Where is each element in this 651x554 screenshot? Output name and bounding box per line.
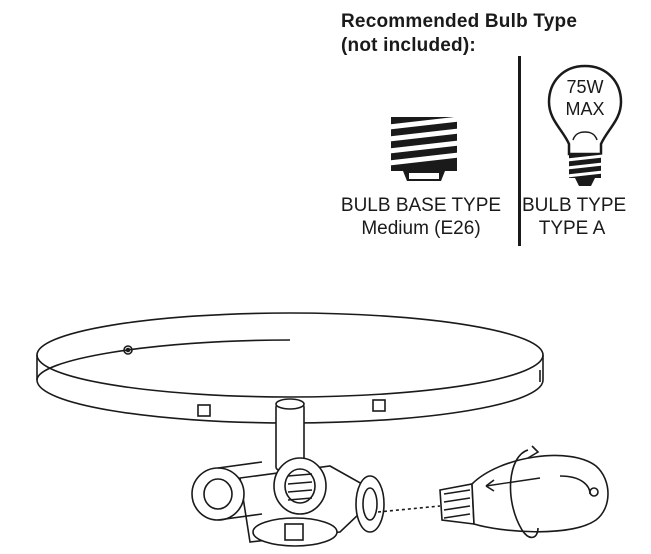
bulb-type-label: BULB TYPE TYPE A xyxy=(522,194,627,240)
max-text: MAX xyxy=(565,99,604,119)
bulb-base-icon xyxy=(388,116,460,181)
ceiling-fixture-assembly xyxy=(36,312,609,547)
section-divider xyxy=(518,56,521,246)
bulb-type-value: TYPE A xyxy=(538,218,606,239)
recommended-bulb-heading: Recommended Bulb Type (not included): xyxy=(341,10,577,58)
bulb-base-value: Medium (E26) xyxy=(361,218,481,239)
bulb-base-label: BULB BASE TYPE Medium (E26) xyxy=(330,194,512,240)
heading-line-2: (not included): xyxy=(341,35,476,56)
light-bulb-icon: 75W MAX xyxy=(547,64,623,186)
wattage-text: 75W xyxy=(566,77,603,97)
bulb-type-title: BULB TYPE xyxy=(522,195,627,216)
heading-line-1: Recommended Bulb Type xyxy=(341,11,578,32)
bulb-base-title: BULB BASE TYPE xyxy=(340,195,502,216)
